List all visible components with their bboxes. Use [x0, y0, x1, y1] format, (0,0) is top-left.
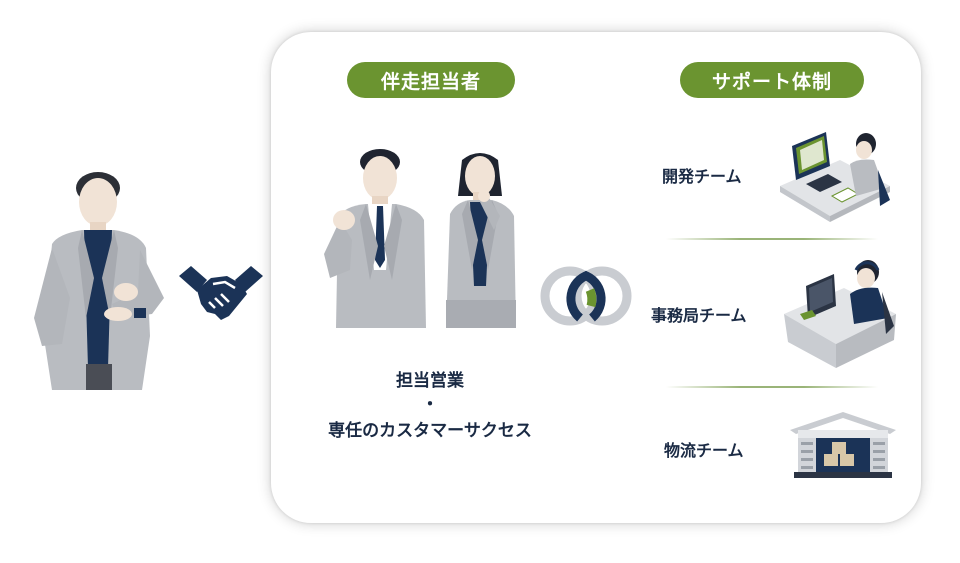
sales-rep-label: 担当営業 — [396, 371, 464, 391]
developer-at-computer-icon — [780, 132, 890, 222]
warehouse-icon — [790, 412, 896, 478]
dev-team-label: 開発チーム — [662, 167, 742, 186]
customer-success-label: 専任のカスタマーサクセス — [328, 421, 532, 441]
sales-rep-person-icon — [324, 149, 426, 328]
office-team-label: 事務局チーム — [651, 306, 747, 325]
customer-success-person-icon — [446, 153, 516, 328]
role-separator: ・ — [421, 395, 439, 415]
team-divider — [666, 238, 878, 240]
handshake-icon — [179, 266, 263, 320]
logistics-team-label: 物流チーム — [664, 441, 744, 460]
interlocking-rings-icon — [540, 266, 632, 326]
support-structure-heading: サポート体制 — [680, 62, 864, 98]
team-divider — [666, 386, 878, 388]
client-person-icon — [34, 172, 164, 390]
assigned-staff-heading: 伴走担当者 — [347, 62, 515, 98]
operator-with-headset-icon — [784, 260, 896, 368]
